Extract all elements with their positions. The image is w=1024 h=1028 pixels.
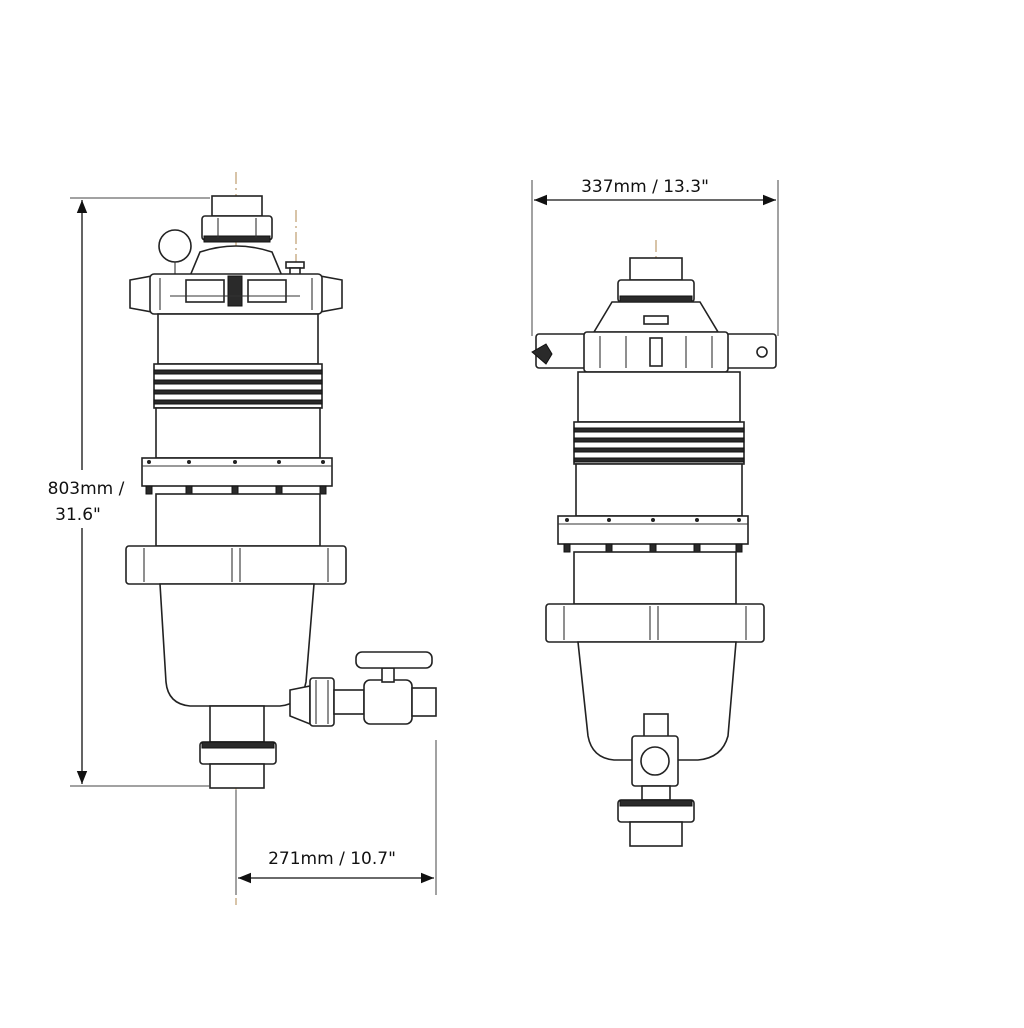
side-outlet-housing — [631, 735, 679, 801]
side-clamp-ring — [531, 331, 777, 373]
side-union-collar — [545, 603, 765, 643]
height-dimension-label-2: 31.6" — [55, 505, 101, 525]
side-drain-stub — [643, 713, 669, 739]
side-lower-body — [573, 551, 737, 605]
front-union-collar — [125, 545, 347, 585]
side-upper-body — [577, 371, 741, 423]
side-bowl — [577, 641, 737, 761]
front-view: 803mm / 31.6" 271mm / 10.7" — [40, 172, 437, 905]
side-flange — [557, 515, 749, 553]
side-bottom-outlet — [617, 799, 695, 847]
side-ribbed-band — [573, 421, 745, 465]
side-knob-right — [756, 346, 768, 358]
front-mid-body — [155, 407, 321, 459]
front-width-dimension-label: 271mm / 10.7" — [268, 849, 396, 869]
front-drain-valve — [289, 651, 437, 727]
front-clamp-ring — [129, 273, 343, 315]
front-lower-body — [155, 493, 321, 547]
front-ribbed-band — [153, 363, 323, 409]
side-mid-body — [575, 463, 743, 517]
front-top-inlet — [201, 195, 273, 243]
front-air-valve — [285, 261, 305, 269]
side-top-inlet — [617, 257, 695, 303]
side-knob-left — [531, 343, 553, 365]
front-bowl — [159, 583, 315, 707]
front-upper-body — [157, 313, 319, 365]
front-dome-lid — [188, 245, 284, 277]
pressure-gauge — [158, 229, 192, 263]
front-flange — [141, 457, 333, 495]
drain-valve-handle — [355, 651, 433, 669]
height-dimension-label-1: 803mm / — [48, 479, 125, 499]
side-width-dimension-label: 337mm / 13.3" — [581, 177, 709, 197]
side-view: 337mm / 13.3" — [531, 177, 779, 850]
front-flange-bolts — [145, 460, 327, 495]
front-bottom-outlet — [199, 705, 277, 789]
